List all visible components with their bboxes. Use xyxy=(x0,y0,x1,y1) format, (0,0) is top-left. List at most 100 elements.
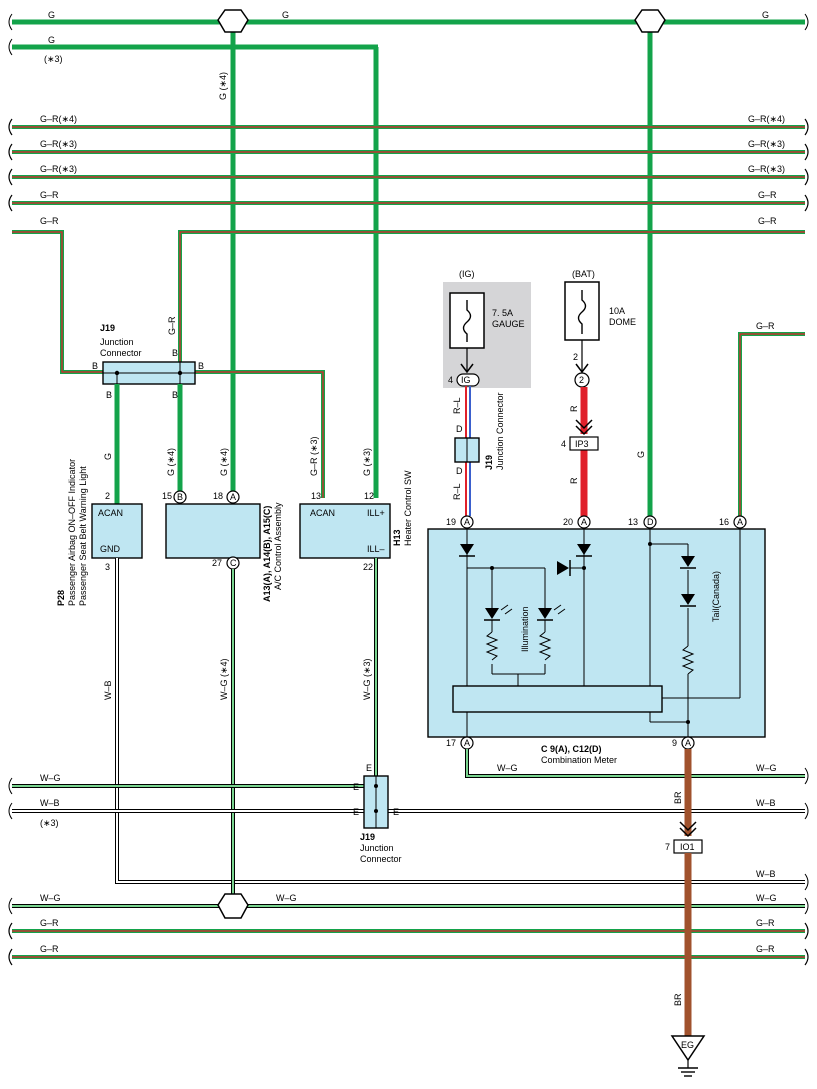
wg-meter-label-right: W–G xyxy=(756,763,777,773)
heater-pin-illp: ILL+ xyxy=(367,508,385,518)
j19-pin-b-top: B xyxy=(172,348,178,358)
r-wire: R R IP3 4 xyxy=(561,387,599,516)
j19-top-connector: J19 Junction Connector B B B B B xyxy=(92,323,204,400)
ground-wire: IO1 7 BR BR EG xyxy=(665,749,706,1077)
gr-bus-line-3-break-R xyxy=(804,168,809,186)
ip3-num: 4 xyxy=(561,439,566,449)
ac-pin3-conn: C xyxy=(230,558,237,568)
meter-pin20-conn: A xyxy=(581,517,587,527)
fuse-bat-dome: (BAT) 10A DOME 2 2 xyxy=(564,269,636,388)
meter-code: C 9(A), C12(D) xyxy=(541,744,602,754)
j19-mid-pin-bottom: D xyxy=(456,466,463,476)
ac-pin1-conn: B xyxy=(177,492,183,502)
meter-pin16: 16 xyxy=(719,517,729,527)
meter-pin17-conn: A xyxy=(464,738,470,748)
heater-pin-acan: ACAN xyxy=(310,508,335,518)
bottom-wb-label-right: W–B xyxy=(756,798,776,808)
p28-pin-num-top: 2 xyxy=(105,491,110,501)
fuse-ig-pin: 4 xyxy=(448,375,453,385)
fuse-ig-rating: 7. 5A xyxy=(492,308,513,318)
ground-eg-label: EG xyxy=(681,1040,694,1050)
ac-pin3-num: 27 xyxy=(212,558,222,568)
gr-bottom-line-2-break-L xyxy=(8,948,13,966)
rl-label-bottom: R–L xyxy=(452,483,462,500)
wire-label-g4-note: (∗3) xyxy=(44,54,63,64)
heater-control-sw: ACAN ILL+ ILL– 13 12 22 G–R (∗3) G (∗3) … xyxy=(299,436,413,700)
gr-label-j19: G–R xyxy=(167,316,177,335)
heater-wire-gr: G–R (∗3) xyxy=(309,436,319,476)
p28-wire-top: G xyxy=(103,453,113,460)
wire-label-g1: G xyxy=(48,10,55,20)
splice-point-2 xyxy=(634,9,666,33)
p28-name2: Passenger Seat Belt Warning Light xyxy=(78,466,88,606)
j19-bottom-pin-top: E xyxy=(366,763,372,773)
gr-right-label-3: G–R(∗3) xyxy=(748,164,785,174)
j19-top-name1: Junction xyxy=(100,337,134,347)
j19-mid-name: Junction Connector xyxy=(495,392,505,470)
bottom-wb2-label: W–B xyxy=(756,869,776,879)
j19-pin-b-bl: B xyxy=(106,390,112,400)
fuse-bat-label: (BAT) xyxy=(572,269,595,279)
ac-wire1: G (∗4) xyxy=(166,448,176,476)
rl-label-top: R–L xyxy=(452,397,462,414)
j19-top-code: J19 xyxy=(100,323,115,333)
j19-bottom-pin-left2: E xyxy=(353,807,359,817)
io1-num: 7 xyxy=(665,842,670,852)
j19-top-name2: Connector xyxy=(100,348,142,358)
fuse-bat-name: DOME xyxy=(609,317,636,327)
meter-pin13-conn: D xyxy=(647,517,654,527)
bottom-gr1-right: G–R xyxy=(756,918,775,928)
meter-pin17: 17 xyxy=(446,738,456,748)
gr-right-label-4: G–R xyxy=(758,190,777,200)
wg-meter-label: W–G xyxy=(497,763,518,773)
meter-pin13: 13 xyxy=(628,517,638,527)
gr-bus-line-4-break-R xyxy=(804,194,809,212)
combination-meter: A A D A A A 19 20 13 16 17 9 xyxy=(427,515,766,765)
bottom-wg2-right: W–G xyxy=(756,893,777,903)
ac-name: A/C Control Assembly xyxy=(273,502,283,590)
splice-point-1 xyxy=(217,9,249,33)
meter-pin9-conn: A xyxy=(685,738,691,748)
j19-bottom-code: J19 xyxy=(360,832,375,842)
j19-bottom-pin-right: E xyxy=(393,807,399,817)
gr-left-label-5: G–R xyxy=(40,216,59,226)
bottom-wg-label: W–G xyxy=(40,773,61,783)
ground-eg-icon xyxy=(670,1035,706,1062)
meter-pin16-conn: A xyxy=(737,517,743,527)
bottom-wb-label: W–B xyxy=(40,798,60,808)
meter-pin19: 19 xyxy=(446,517,456,527)
fuse-bat-pin: 2 xyxy=(573,352,578,362)
heater-name: Heater Control SW xyxy=(403,470,413,546)
rl-wire: R–L R–L xyxy=(452,386,471,516)
heater-pin12: 12 xyxy=(364,491,374,501)
p28-pin-num-bottom: 3 xyxy=(105,562,110,572)
bottom-gr1-left: G–R xyxy=(40,918,59,928)
meter-tail: Tail(Canada) xyxy=(711,571,721,622)
top-green-bus: G G G G (∗3) G (∗4) xyxy=(8,9,809,516)
meter-pin9: 9 xyxy=(672,738,677,748)
p28-pin-acan: ACAN xyxy=(98,508,123,518)
heater-pin13: 13 xyxy=(311,491,321,501)
gr-wire-to-j19: G–R G–R xyxy=(12,230,805,516)
fuse-ig-conn: IG xyxy=(461,375,471,385)
bottom-buses: W–G W–B W–B (∗3) E E E E J19 Junction Co… xyxy=(8,763,809,966)
bottom-gr2-left: G–R xyxy=(40,944,59,954)
gr-left-label-1: G–R(∗4) xyxy=(40,114,77,124)
heater-code: H13 xyxy=(392,529,402,546)
bottom-wg2-left: W–G xyxy=(40,893,61,903)
gr-right-label-5: G–R xyxy=(758,216,777,226)
gr-bus-line-1-break-L xyxy=(8,118,13,136)
meter-wire-g: G xyxy=(636,451,646,458)
p28-code: P28 xyxy=(56,590,66,606)
ac-control-assembly: B A C 15 18 27 G (∗4) G (∗4) A13(A), A14… xyxy=(162,448,283,700)
gr-bus-line-4-break-L xyxy=(8,194,13,212)
fuse-bat-conn: 2 xyxy=(579,375,584,385)
heater-wire-g: G (∗3) xyxy=(362,448,372,476)
ac-wire2: G (∗4) xyxy=(219,448,229,476)
ip3-label: IP3 xyxy=(575,439,589,449)
p28-pin-gnd: GND xyxy=(100,544,121,554)
j19-mid-connector: D D J19 Junction Connector xyxy=(454,392,505,476)
gr-bus-line-2-break-L xyxy=(8,143,13,161)
p28-component: ACAN GND 2 3 G P28 Passenger Airbag ON–O… xyxy=(56,453,143,700)
gr-bus-line-1-break-R xyxy=(804,118,809,136)
